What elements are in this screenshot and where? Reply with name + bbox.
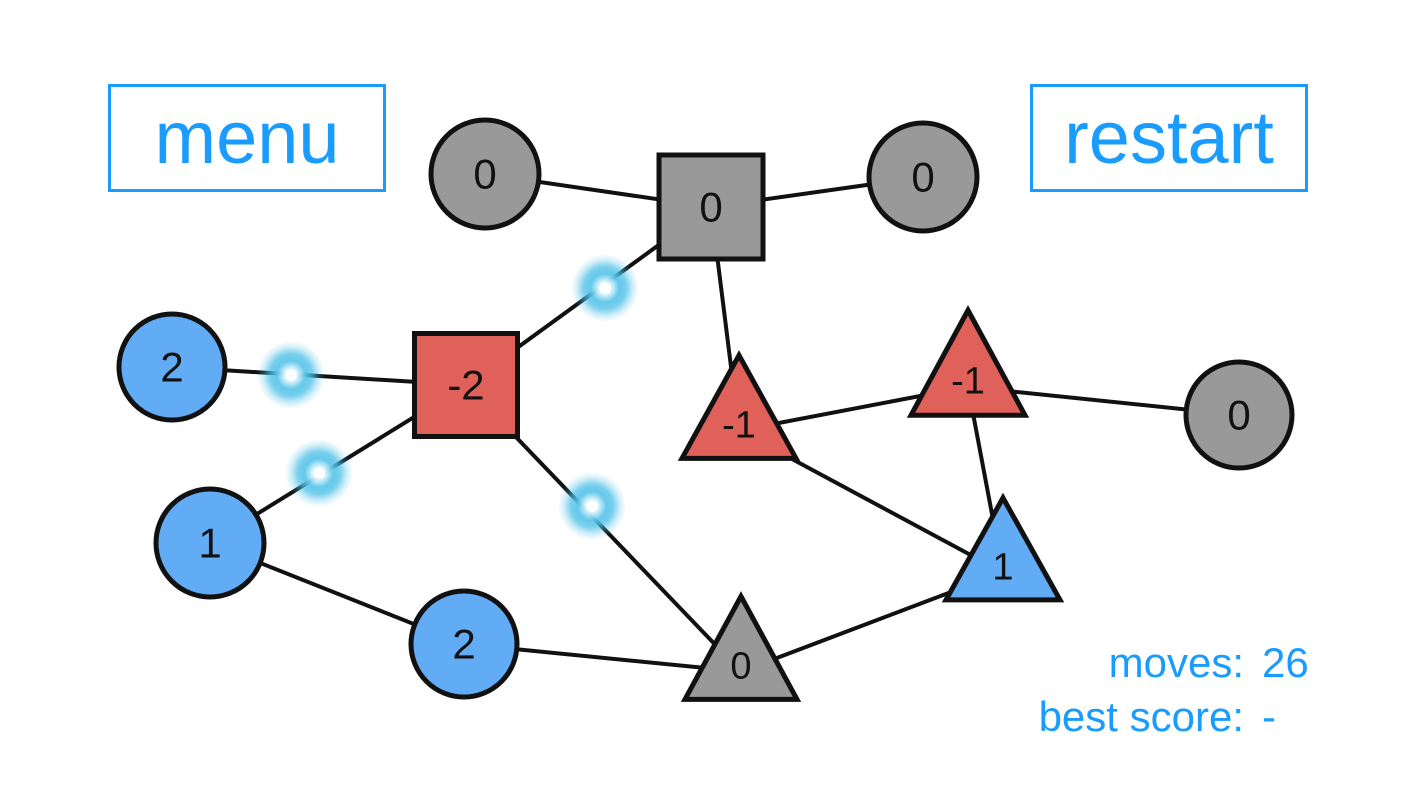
node-value-label: 0 <box>1227 392 1250 439</box>
moves-value: 26 <box>1262 639 1309 686</box>
score-panel: moves: 26 best score: - <box>1039 636 1336 744</box>
best-score-label: best score: <box>1038 692 1244 740</box>
edge-orb-icon[interactable] <box>285 439 353 507</box>
node-value-label: 0 <box>699 184 722 231</box>
graph-node-circle[interactable]: 2 <box>116 311 228 423</box>
orb-core <box>285 369 297 381</box>
graph-node-circle[interactable]: 0 <box>1183 359 1295 471</box>
edge-orb-icon[interactable] <box>558 472 626 540</box>
graph-node-circle[interactable]: 2 <box>408 588 520 700</box>
square-shape[interactable] <box>412 331 520 439</box>
nodes-layer[interactable]: 0 0 0 2 -2 -1 -1 0 1 1 2 0 <box>116 117 1295 702</box>
best-score-value: - <box>1262 692 1276 740</box>
triangle-shape[interactable] <box>941 492 1065 603</box>
node-value-label: 0 <box>730 645 751 687</box>
node-value-label: 2 <box>160 344 183 391</box>
node-value-label: 1 <box>992 546 1013 588</box>
triangle-shape[interactable] <box>680 591 802 702</box>
circle-shape[interactable] <box>428 117 542 231</box>
graph-node-triangle[interactable]: -1 <box>906 305 1030 418</box>
best-score-row: best score: - <box>1039 690 1336 744</box>
circle-shape[interactable] <box>1183 359 1295 471</box>
orb-core <box>586 500 598 512</box>
menu-button[interactable]: menu <box>108 84 386 192</box>
orbs-layer[interactable] <box>257 254 639 540</box>
circle-shape[interactable] <box>866 120 980 234</box>
node-value-label: -1 <box>951 361 985 403</box>
triangle-shape[interactable] <box>906 305 1030 418</box>
triangle-shape[interactable] <box>677 350 801 461</box>
edge-orb-icon[interactable] <box>571 254 639 322</box>
edge-orb-icon[interactable] <box>257 341 325 409</box>
graph-node-circle[interactable]: 1 <box>153 486 267 600</box>
graph-node-circle[interactable]: 0 <box>428 117 542 231</box>
node-value-label: 2 <box>452 621 475 668</box>
node-value-label: 1 <box>198 520 221 567</box>
graph-node-square[interactable]: -2 <box>412 331 520 439</box>
node-value-label: -1 <box>722 404 756 446</box>
circle-shape[interactable] <box>116 311 228 423</box>
circle-shape[interactable] <box>153 486 267 600</box>
graph-node-triangle[interactable]: 0 <box>680 591 802 702</box>
restart-button[interactable]: restart <box>1030 84 1308 192</box>
moves-row: moves: 26 <box>1039 636 1336 690</box>
node-value-label: 0 <box>911 154 934 201</box>
node-value-label: 0 <box>473 151 496 198</box>
square-shape[interactable] <box>656 152 766 262</box>
circle-shape[interactable] <box>408 588 520 700</box>
graph-node-triangle[interactable]: -1 <box>677 350 801 461</box>
node-value-label: -2 <box>447 362 484 409</box>
orb-core <box>313 467 325 479</box>
graph-node-circle[interactable]: 0 <box>866 120 980 234</box>
orb-core <box>599 282 611 294</box>
graph-node-square[interactable]: 0 <box>656 152 766 262</box>
graph-node-triangle[interactable]: 1 <box>941 492 1065 603</box>
moves-label: moves: <box>1108 639 1244 686</box>
